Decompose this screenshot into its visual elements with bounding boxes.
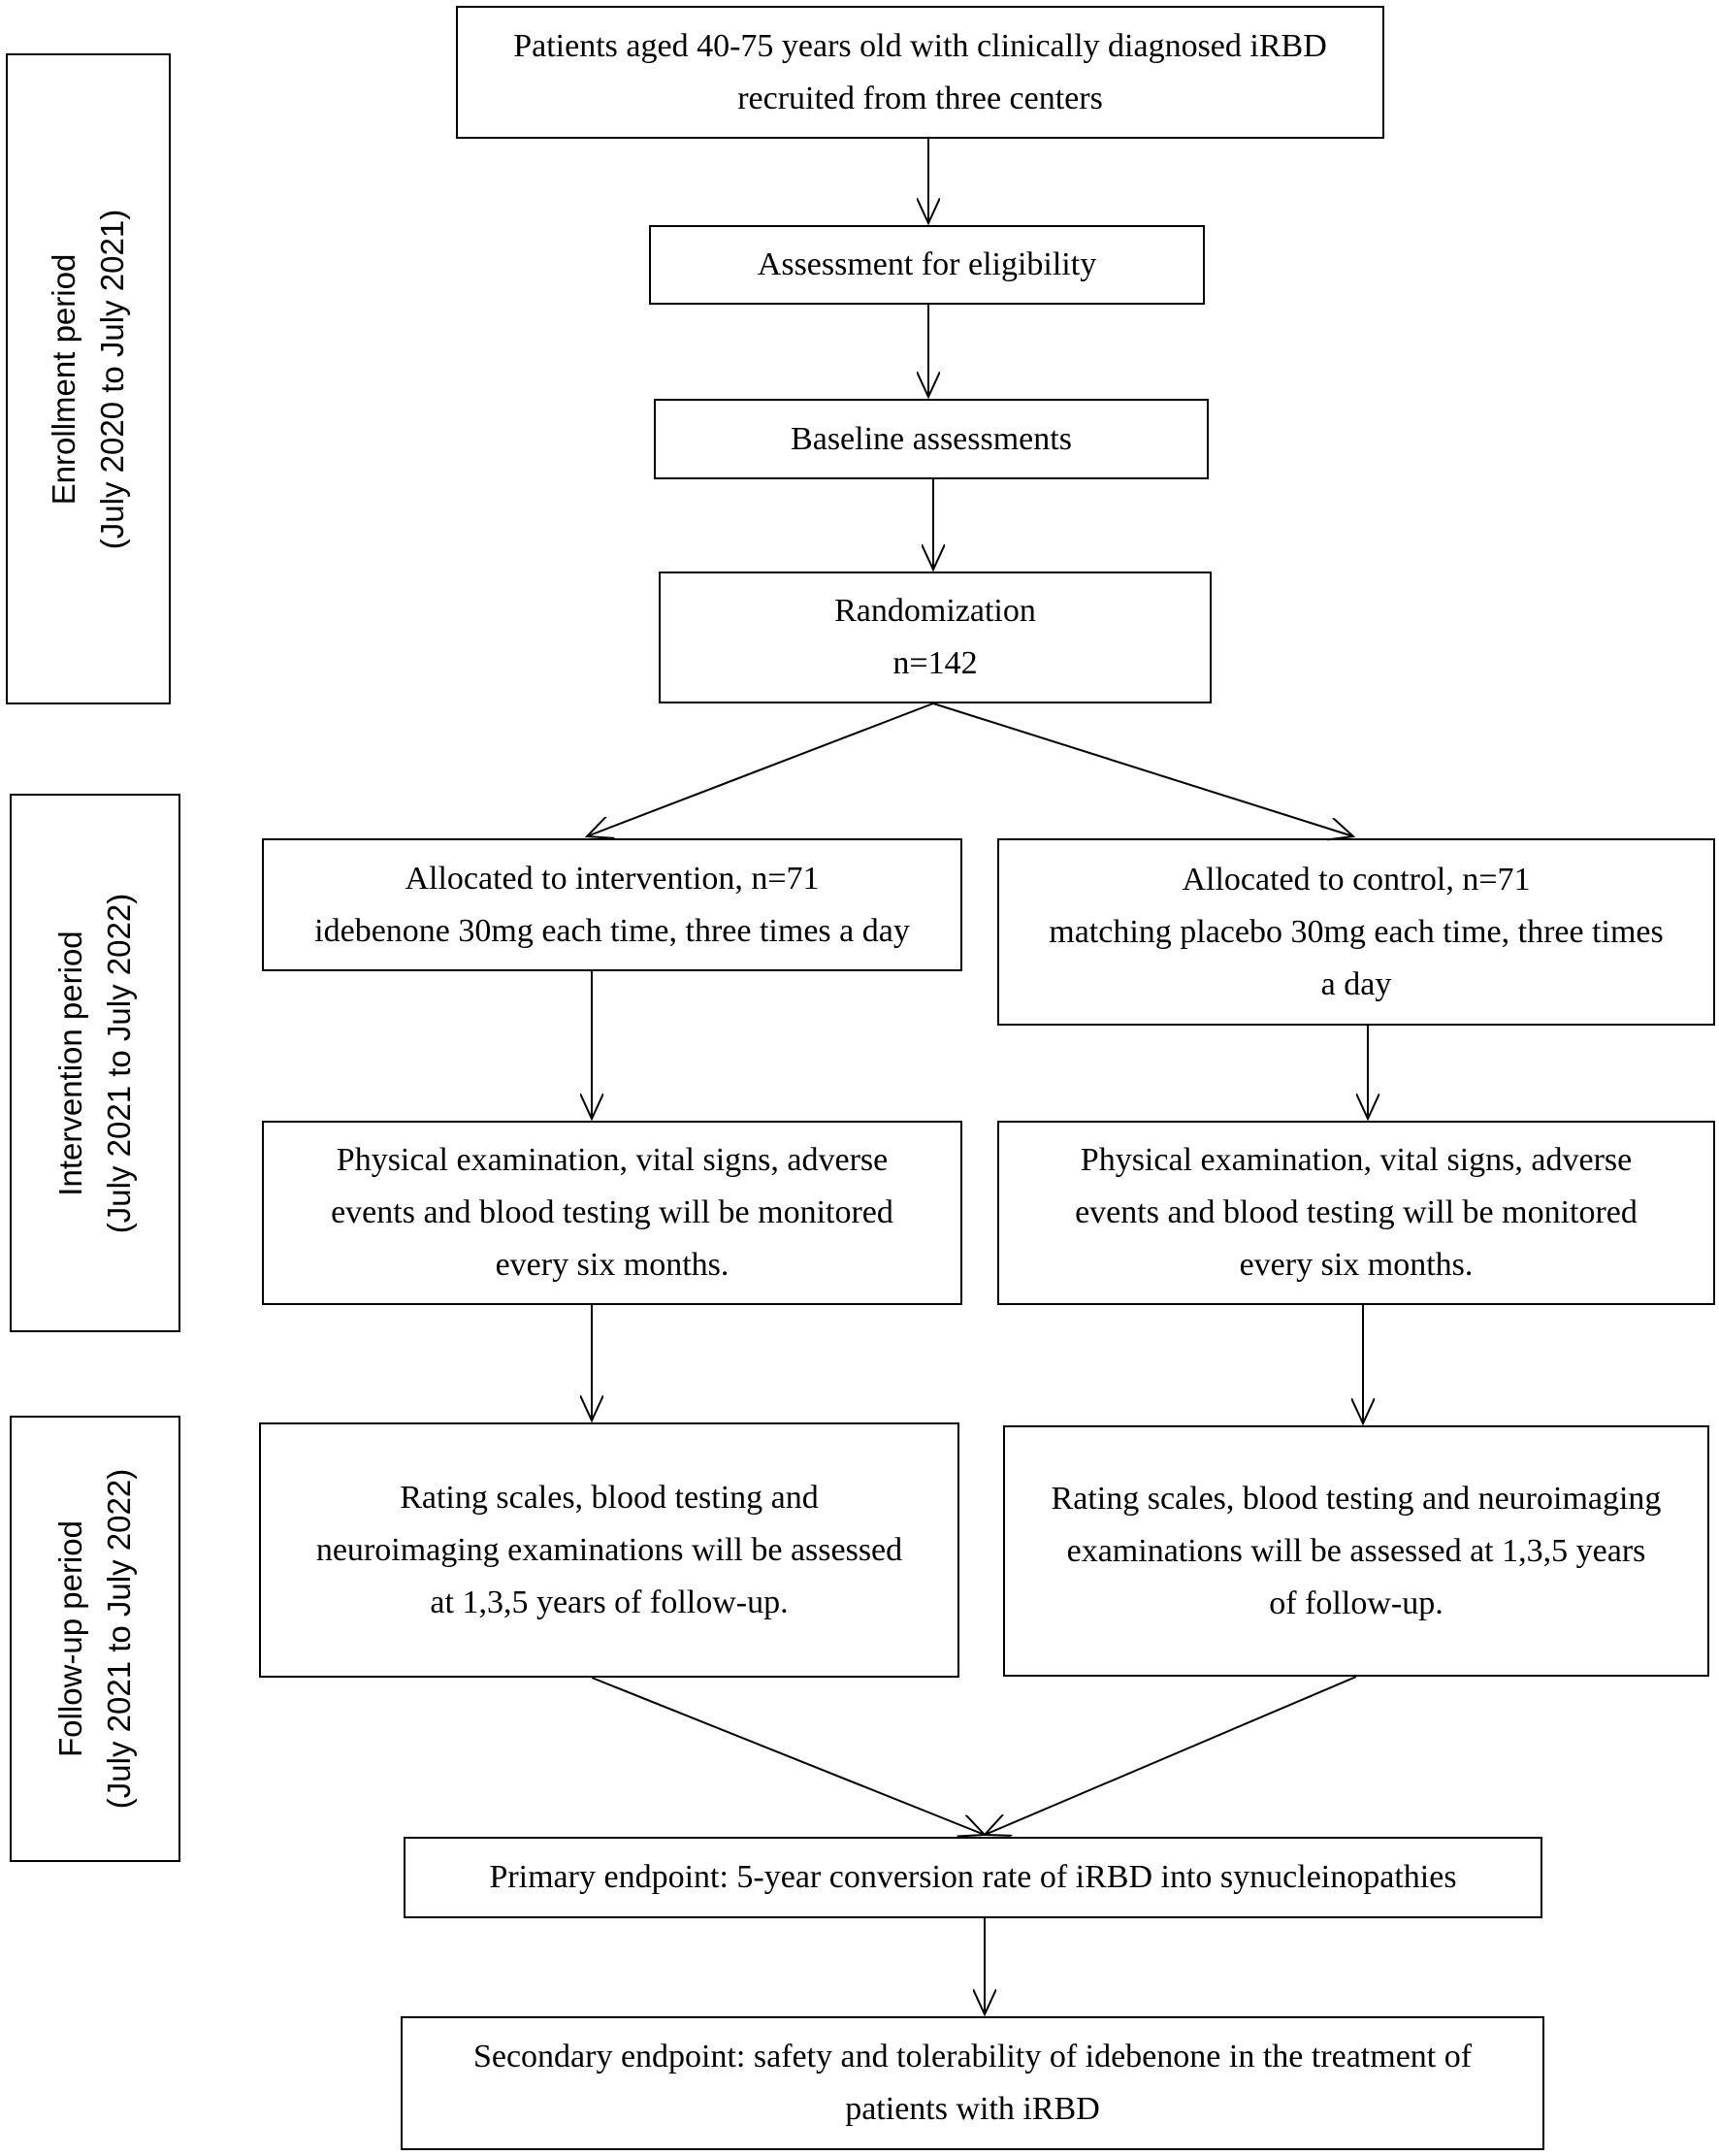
secondary-endpoint-box: Secondary endpoint: safety and tolerabil… xyxy=(401,2016,1544,2150)
randomization-line-2: n=142 xyxy=(892,645,978,681)
baseline-line-1: Baseline assessments xyxy=(791,420,1072,457)
intervention-allocation-line-1: Allocated to intervention, n=71 xyxy=(405,860,820,897)
baseline-box: Baseline assessments xyxy=(654,399,1209,479)
control-allocation-line-2: matching placebo 30mg each time, three t… xyxy=(1049,913,1664,950)
recruitment-line-1: Patients aged 40-75 years old with clini… xyxy=(513,27,1327,64)
control-monitoring-line-2: events and blood testing will be monitor… xyxy=(1075,1194,1638,1230)
eligibility-line-1: Assessment for eligibility xyxy=(757,246,1097,282)
intervention-monitoring-line-3: every six months. xyxy=(495,1247,730,1283)
control-monitoring-box: Physical examination, vital signs, adver… xyxy=(997,1121,1715,1305)
intervention-monitoring-line-2: events and blood testing will be monitor… xyxy=(331,1194,893,1230)
phase-enrollment: Enrollment period (July 2020 to July 202… xyxy=(6,53,171,704)
phase-followup: Follow-up period (July 2021 to July 2022… xyxy=(10,1416,180,1862)
arrow-intervention-followup-to-primary xyxy=(591,1677,985,1835)
control-allocation-line-1: Allocated to control, n=71 xyxy=(1182,861,1531,898)
arrow-randomization-to-intervention xyxy=(587,702,934,836)
intervention-followup-line-3: at 1,3,5 years of follow-up. xyxy=(430,1584,789,1620)
recruitment-box: Patients aged 40-75 years old with clini… xyxy=(456,6,1384,139)
control-monitoring-line-1: Physical examination, vital signs, adver… xyxy=(1080,1142,1633,1178)
arrow-control-followup-to-primary xyxy=(985,1676,1357,1835)
intervention-followup-line-1: Rating scales, blood testing and xyxy=(400,1479,819,1516)
control-followup-box: Rating scales, blood testing and neuroim… xyxy=(1003,1425,1709,1677)
randomization-line-1: Randomization xyxy=(834,593,1036,629)
secondary-endpoint-line-2: patients with iRBD xyxy=(845,2091,1100,2127)
intervention-followup-line-2: neuroimaging examinations will be assess… xyxy=(315,1531,903,1568)
control-followup-line-3: of follow-up. xyxy=(1269,1584,1443,1621)
randomization-box: Randomization n=142 xyxy=(659,572,1212,703)
arrow-randomization-to-control xyxy=(932,702,1353,836)
secondary-endpoint-line-1: Secondary endpoint: safety and tolerabil… xyxy=(472,2039,1473,2074)
recruitment-line-2: recruited from three centers xyxy=(737,80,1103,116)
control-followup-line-2: examinations will be assessed at 1,3,5 y… xyxy=(1066,1532,1646,1569)
intervention-followup-box: Rating scales, blood testing and neuroim… xyxy=(259,1422,959,1678)
control-allocation-box: Allocated to control, n=71 matching plac… xyxy=(997,838,1715,1026)
control-followup-line-1: Rating scales, blood testing and neuroim… xyxy=(1051,1480,1662,1517)
eligibility-box: Assessment for eligibility xyxy=(649,225,1205,305)
intervention-monitoring-line-1: Physical examination, vital signs, adver… xyxy=(336,1142,889,1178)
intervention-allocation-line-2: idebenone 30mg each time, three times a … xyxy=(314,912,910,949)
primary-endpoint-box: Primary endpoint: 5-year conversion rate… xyxy=(404,1837,1542,1918)
control-monitoring-line-3: every six months. xyxy=(1239,1247,1474,1283)
intervention-monitoring-box: Physical examination, vital signs, adver… xyxy=(262,1121,962,1305)
primary-endpoint-line-1: Primary endpoint: 5-year conversion rate… xyxy=(489,1859,1457,1895)
control-allocation-line-3: a day xyxy=(1320,965,1392,1002)
intervention-allocation-box: Allocated to intervention, n=71 idebenon… xyxy=(262,838,962,971)
phase-intervention: Intervention period (July 2021 to July 2… xyxy=(10,794,180,1332)
